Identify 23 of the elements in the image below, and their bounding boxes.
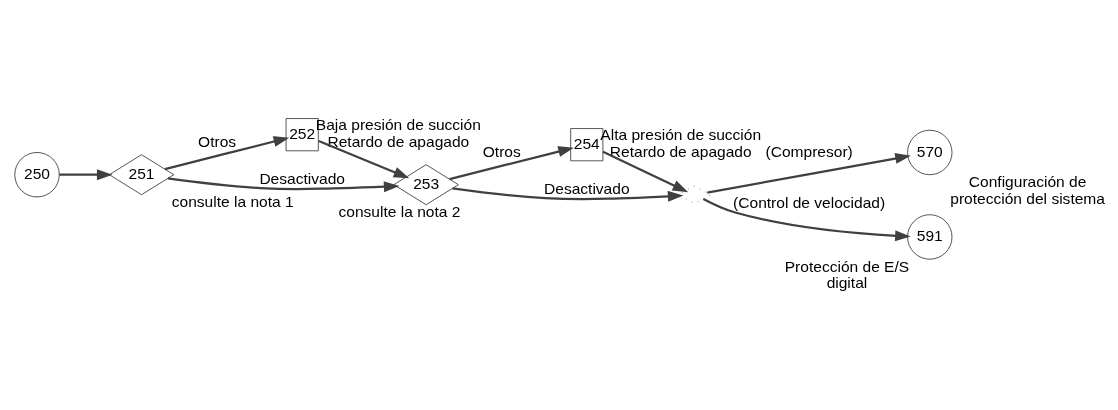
- node-label: Protección de E/S digital: [784, 257, 910, 292]
- node-circle: 250: [14, 152, 60, 198]
- arrow: [602, 150, 689, 193]
- node-label: consulte la nota 2: [338, 203, 461, 221]
- edge-label: Otros: [198, 133, 237, 151]
- node-diamond: 251: [108, 154, 175, 196]
- node-label: consulte la nota 1: [171, 193, 294, 211]
- arrow: [449, 146, 574, 181]
- arrow: [164, 136, 290, 171]
- edge-label: Desactivado: [544, 179, 630, 197]
- arrow: [707, 153, 911, 194]
- node-circle: 591: [907, 214, 953, 260]
- edge-label: Otros: [482, 143, 521, 161]
- node-label: Configuración de protección del sistema: [950, 173, 1105, 207]
- arrow: [318, 140, 410, 179]
- node-circle: 570: [907, 129, 953, 176]
- arrow: [59, 169, 113, 181]
- edge-label: Desactivado: [259, 169, 345, 187]
- arrow: [702, 198, 911, 242]
- arrow: [167, 177, 400, 193]
- edge-label: (Control de velocidad): [733, 194, 886, 212]
- arrow: [452, 187, 684, 202]
- edge-label: (Compresor): [765, 143, 853, 161]
